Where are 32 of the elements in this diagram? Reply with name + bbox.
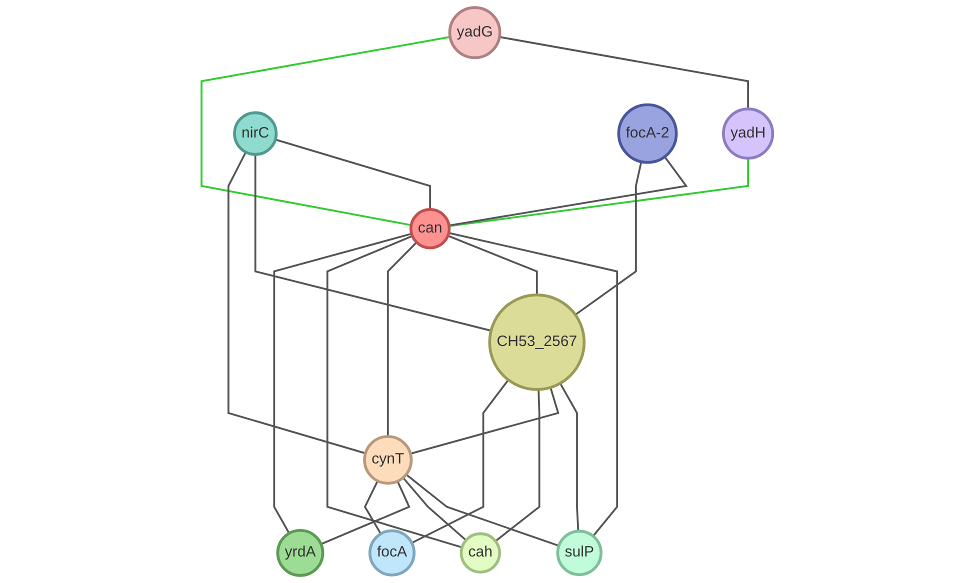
connector <box>321 480 411 545</box>
node-circle: cah <box>460 532 502 574</box>
connector <box>560 382 580 532</box>
connector <box>449 158 750 228</box>
connector <box>448 234 538 295</box>
connector <box>228 152 366 454</box>
connector <box>402 477 467 541</box>
node-circle: yadG <box>448 6 502 60</box>
connector <box>275 138 432 210</box>
connector <box>410 387 560 455</box>
connector <box>364 480 382 534</box>
connector <box>412 379 510 544</box>
node-circle: yadH <box>722 108 774 160</box>
connector <box>326 235 463 548</box>
connector <box>254 154 492 332</box>
connector <box>387 242 418 437</box>
connector <box>449 156 688 226</box>
connector <box>495 389 541 542</box>
node-circle: cynT <box>363 435 414 485</box>
connector <box>200 36 451 226</box>
node-circle: CH53_2567 <box>488 294 586 391</box>
node-circle: focA-2 <box>618 103 678 164</box>
node-circle: yrdA <box>276 528 325 577</box>
connector <box>500 36 750 109</box>
connector <box>575 162 643 316</box>
connector <box>448 232 618 537</box>
connector <box>406 474 560 547</box>
node-circle: nirC <box>233 111 278 156</box>
node-circle: sulP <box>556 530 603 576</box>
node-circle: focA <box>368 529 416 576</box>
node-circle: can <box>410 208 452 250</box>
connector <box>274 232 412 534</box>
